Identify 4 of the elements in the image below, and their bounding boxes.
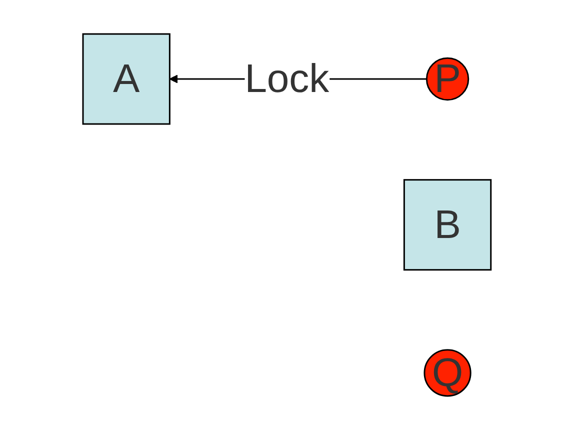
- node-circle: Q: [423, 349, 471, 397]
- node-box: B: [403, 179, 492, 271]
- node-circle: P: [426, 57, 469, 101]
- node-box: A: [82, 33, 170, 125]
